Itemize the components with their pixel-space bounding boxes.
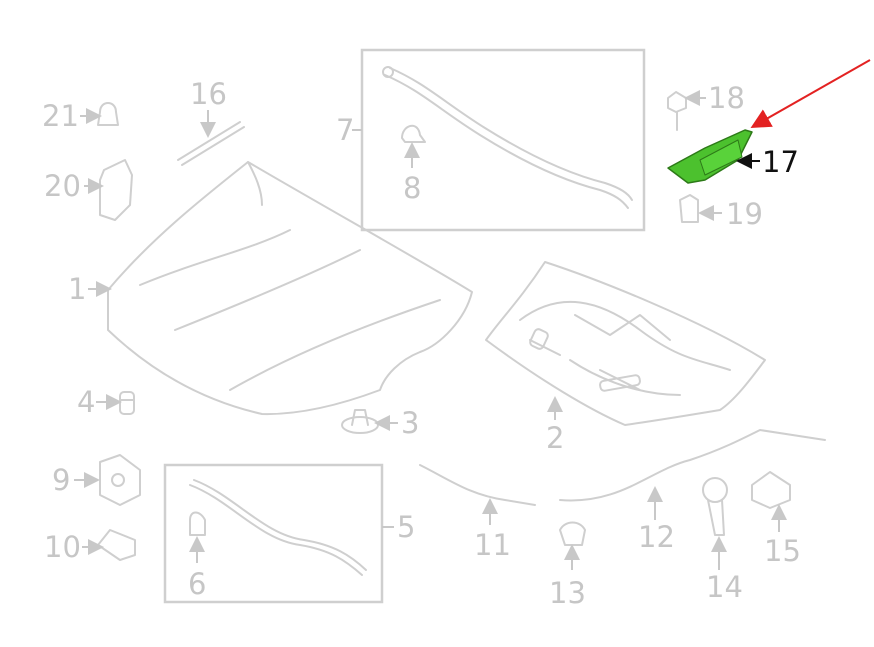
- callout-13: 13: [549, 576, 586, 610]
- part-clip-3: [341, 409, 379, 434]
- part-bracket-10: [97, 529, 136, 561]
- callout-4: 4: [77, 385, 95, 419]
- part-clip-8: [401, 124, 426, 143]
- callout-19: 19: [726, 197, 763, 231]
- part-bolt-18: [667, 91, 687, 131]
- part-hinge-20: [99, 159, 133, 221]
- callout-11: 11: [474, 528, 511, 562]
- callout-5: 5: [397, 510, 415, 544]
- callout-8: 8: [403, 171, 421, 205]
- part-clip-13: [559, 521, 586, 546]
- part-bracket-17-highlighted: [667, 129, 753, 184]
- part-cable-11: [419, 464, 536, 506]
- part-latch-9: [99, 454, 141, 506]
- callout-9: 9: [52, 463, 70, 497]
- callout-18: 18: [708, 81, 745, 115]
- callout-16: 16: [190, 77, 227, 111]
- part-bumper-4: [119, 391, 135, 415]
- part-handle-14: [702, 477, 728, 536]
- callout-17: 17: [762, 145, 799, 179]
- callout-15: 15: [764, 534, 801, 568]
- callout-7: 7: [336, 113, 354, 147]
- part-cable-12: [559, 429, 826, 502]
- callout-20: 20: [44, 169, 81, 203]
- pointer-arrow: [750, 59, 871, 128]
- callout-10: 10: [44, 530, 81, 564]
- leader-lines: [74, 90, 787, 570]
- callout-21: 21: [42, 99, 79, 133]
- part-seal-5: [189, 479, 367, 576]
- detail-box-5: [163, 463, 384, 604]
- callout-14: 14: [706, 570, 743, 604]
- part-bolt-19: [679, 194, 699, 223]
- part-clip-6: [189, 511, 206, 536]
- callout-12: 12: [638, 520, 675, 554]
- part-hood-insulator: [485, 261, 766, 426]
- callout-labels: 1 2 3 4 5 6 7 8 9 10 11 12 13 14 15 16 1…: [42, 77, 801, 610]
- part-strut-16: [177, 121, 245, 166]
- part-hood-panel: [107, 161, 473, 416]
- detail-box-7: [360, 48, 646, 232]
- part-nut-21: [97, 102, 119, 126]
- callout-6: 6: [188, 567, 206, 601]
- callout-3: 3: [401, 406, 419, 440]
- part-seal-7: [382, 66, 633, 209]
- callout-1: 1: [68, 272, 86, 306]
- part-latch-15: [751, 471, 791, 509]
- callout-2: 2: [546, 421, 564, 455]
